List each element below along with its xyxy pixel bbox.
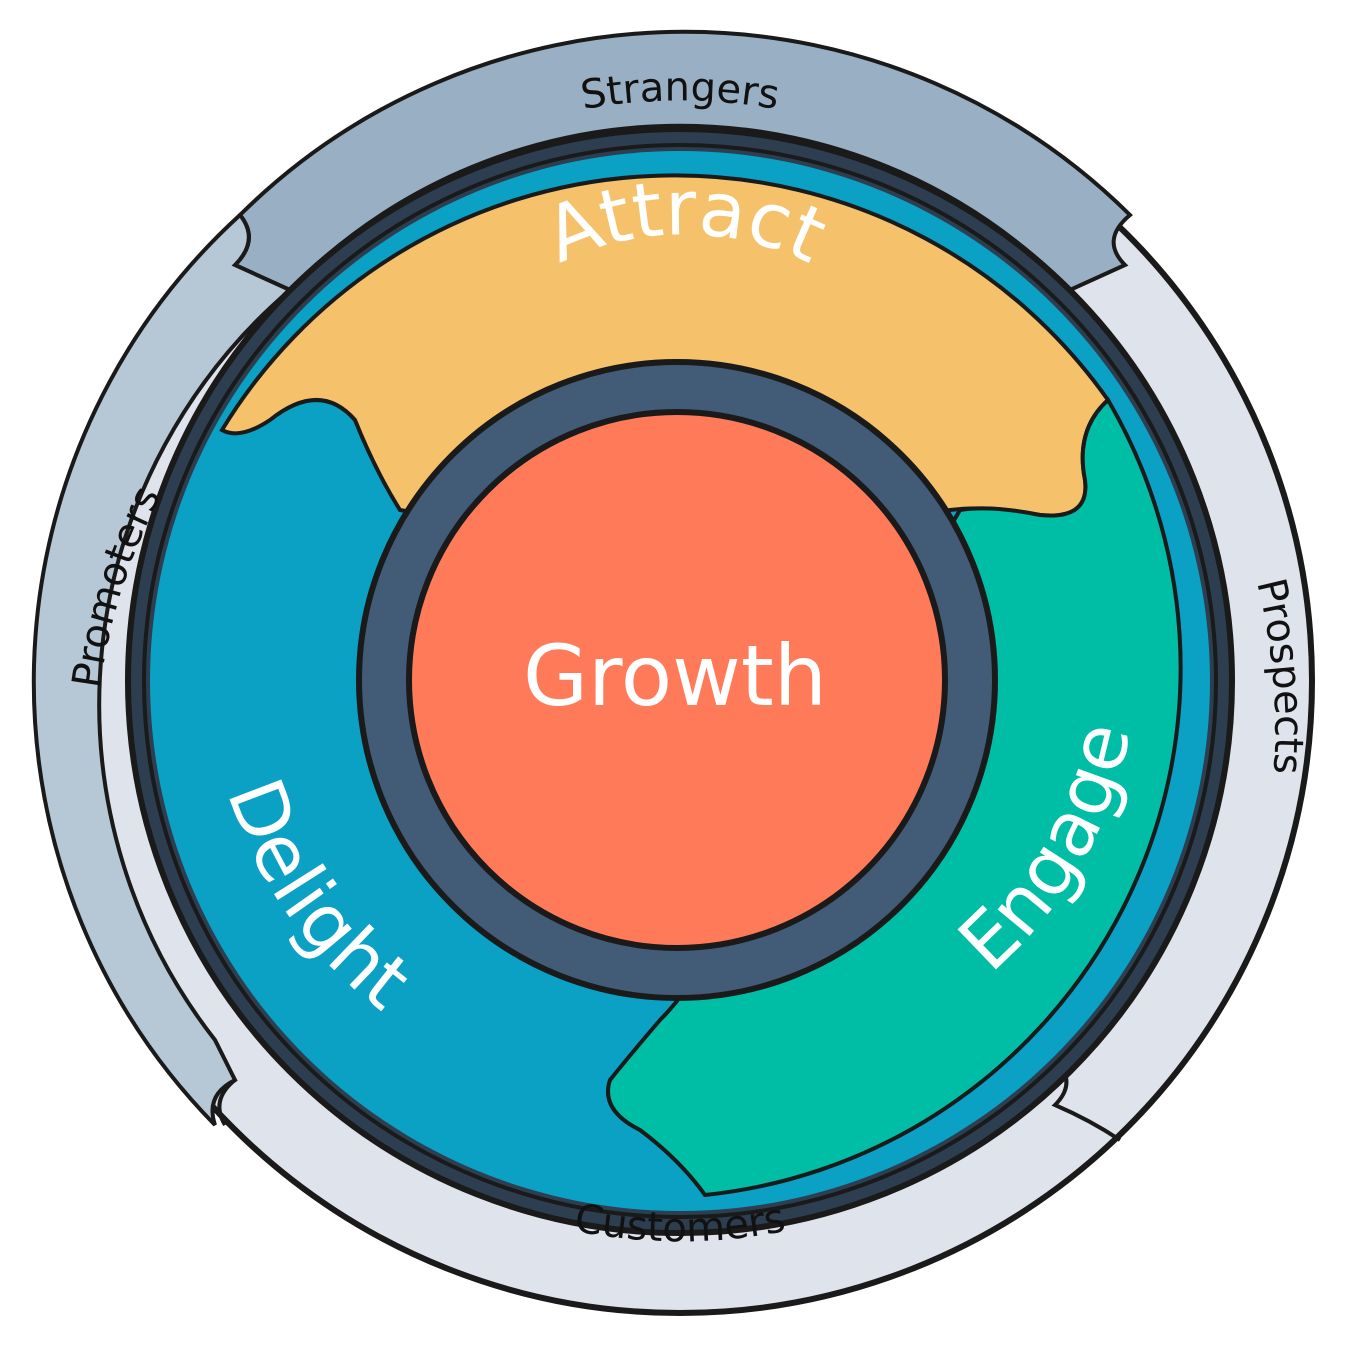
- outer-divider-bottom-left: [217, 1078, 237, 1127]
- outer-label-strangers: Strangers: [577, 64, 782, 119]
- growth-circle: [406, 409, 948, 951]
- center-label: Growth: [523, 627, 827, 725]
- inner-rim-line: [142, 143, 1218, 1219]
